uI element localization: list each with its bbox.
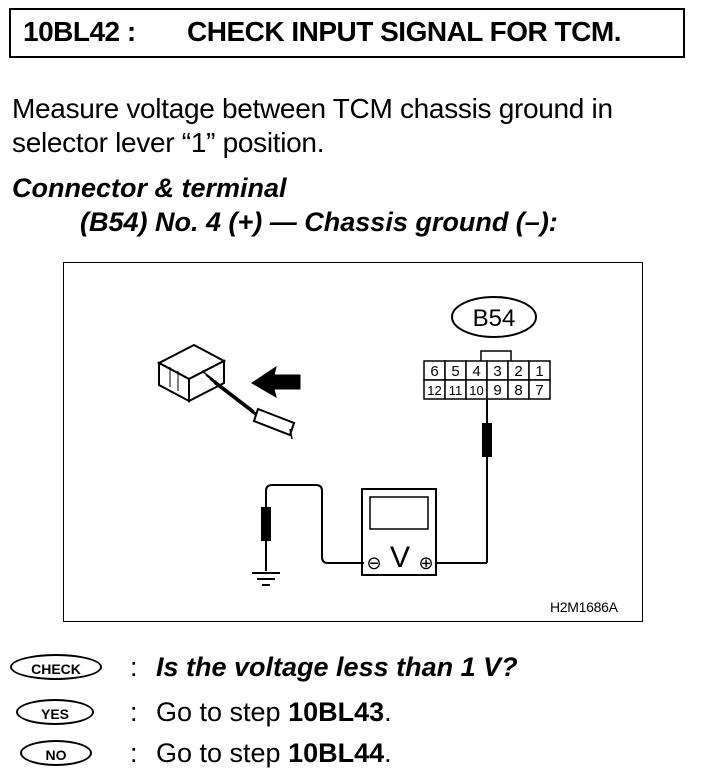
figure-id: H2M1686A <box>550 599 618 615</box>
connector-pin-number: 8 <box>514 382 522 399</box>
no-answer: Go to step 10BL44. <box>156 738 392 769</box>
step-title: CHECK INPUT SIGNAL FOR TCM. <box>187 16 621 47</box>
connector-pin-cell <box>528 379 551 400</box>
insert-arrow-icon <box>251 365 301 399</box>
connector-pin-number: 1 <box>535 363 543 380</box>
connector-heading: Connector & terminal <box>12 173 287 203</box>
ground-icon <box>252 572 280 586</box>
yes-badge: YES <box>16 699 94 725</box>
probe-negative <box>261 507 271 541</box>
no-colon: : <box>130 738 138 768</box>
positive-terminal-icon: ⊕ <box>418 553 433 574</box>
yes-step-link[interactable]: 10BL43 <box>288 697 385 727</box>
connector-label-oval <box>451 296 537 338</box>
section-header: 10BL42 : CHECK INPUT SIGNAL FOR TCM. <box>9 8 685 58</box>
yes-row: YES : Go to step 10BL43. <box>10 697 700 731</box>
connector-detail: (B54) No. 4 (+) — Chassis ground (–): <box>80 207 558 237</box>
check-badge: CHECK <box>10 654 102 680</box>
connector-pin-number: 2 <box>514 363 522 380</box>
probe-positive <box>482 423 492 457</box>
voltmeter-symbol: V <box>390 541 410 574</box>
check-row: CHECK : Is the voltage less than 1 V? <box>10 652 700 686</box>
negative-terminal-icon: ⊖ <box>366 553 381 574</box>
no-badge: NO <box>20 740 92 766</box>
check-question: Is the voltage less than 1 V? <box>156 652 518 682</box>
instruction-text: Measure voltage between TCM chassis grou… <box>12 93 613 158</box>
yes-colon: : <box>130 697 138 727</box>
connector-pin-number: 12 <box>427 383 441 398</box>
connector-pin-number: 4 <box>472 363 480 380</box>
check-colon: : <box>130 652 138 682</box>
no-step-link[interactable]: 10BL44 <box>288 738 385 768</box>
no-suffix: . <box>384 738 392 768</box>
connector-pin-number: 3 <box>493 363 501 380</box>
connector-pin-number: 7 <box>535 382 543 399</box>
lead-negative <box>265 484 364 564</box>
connector-pin-number: 5 <box>451 363 459 380</box>
connector-pin-number: 6 <box>430 363 438 380</box>
no-row: NO : Go to step 10BL44. <box>10 738 700 772</box>
connector-label: B54 <box>473 305 516 332</box>
no-prefix: Go to step <box>156 738 289 768</box>
step-code: 10BL42 : <box>23 16 136 47</box>
connector-pin-number: 9 <box>493 382 501 399</box>
voltmeter-display <box>369 496 429 530</box>
connector-pin-number: 11 <box>449 383 463 398</box>
connector-sketch-icon <box>156 343 296 440</box>
yes-prefix: Go to step <box>156 697 289 727</box>
connector-pin-number: 10 <box>469 383 483 398</box>
yes-answer: Go to step 10BL43. <box>156 697 392 728</box>
yes-suffix: . <box>384 697 392 727</box>
